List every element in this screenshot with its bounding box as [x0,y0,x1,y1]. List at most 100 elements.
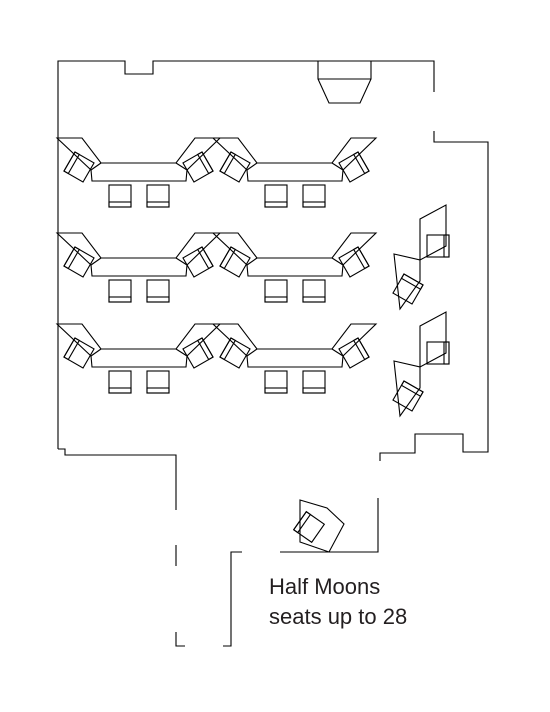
table-seam [246,257,258,266]
chair-seat [63,246,95,278]
chair-back [108,387,132,394]
chair-seat [108,370,132,394]
chair-back [264,201,288,208]
chair [338,246,370,278]
chair [146,370,170,394]
wall-corridor-left [175,632,185,647]
half-moon-table [55,232,222,303]
chair-back [264,387,288,394]
chair [219,151,251,183]
table-seam [246,348,258,357]
chair-seat [63,151,95,183]
chair [392,380,424,412]
wall-left-lower [58,448,177,510]
chair [63,151,95,183]
table-top [393,360,421,418]
chair [264,279,288,303]
chair-seat [146,279,170,303]
table-top [211,323,378,368]
half-moon-table [211,232,378,303]
chair-seat [302,279,326,303]
table-top [419,311,447,368]
chair-seat [302,370,326,394]
chair [146,184,170,208]
caption-subtitle: seats up to 28 [269,604,408,629]
chair-seat [264,279,288,303]
chair-seat [182,337,214,369]
side-table [292,499,345,553]
table-top [299,499,345,553]
chair-back [196,151,214,175]
chair-back [63,337,81,361]
chair-back [63,246,81,270]
wall-bottom-right [280,498,379,553]
chair-seat [338,337,370,369]
chair [219,246,251,278]
chair-seat [146,370,170,394]
half-moon-table [55,137,222,208]
chair [219,337,251,369]
chair-seat [219,246,251,278]
chair [264,184,288,208]
chair [63,337,95,369]
table-seam [331,348,344,357]
lectern [317,60,372,104]
chair [302,370,326,394]
chair-back [400,273,424,291]
chair-back [196,246,214,270]
chair-back [292,510,312,534]
chair-back [352,337,370,361]
chair-back [302,296,326,303]
chair [182,337,214,369]
corner-table [392,204,450,311]
chair-seat [302,184,326,208]
chair [338,151,370,183]
chair-back [63,151,81,175]
table-seam [90,162,102,171]
chair [264,370,288,394]
corner-table [392,311,450,418]
chair [426,341,450,365]
chair-back [146,201,170,208]
chair-back [219,151,237,175]
chair-seat [264,370,288,394]
chair-back [302,201,326,208]
chair-seat [108,184,132,208]
chair-back [146,296,170,303]
chair-back [443,341,450,365]
chair-back [146,387,170,394]
chair-back [352,151,370,175]
chair-seat [219,151,251,183]
chair [146,279,170,303]
wall-corridor-right [223,551,242,647]
chair-seat [182,246,214,278]
table-seam [331,257,344,266]
table-top [55,137,222,182]
chair-back [400,380,424,398]
chair [302,279,326,303]
table-seam [175,348,188,357]
wall-top [57,60,435,449]
chair-back [443,234,450,258]
half-moon-table [55,323,222,394]
chair [338,337,370,369]
chair [182,151,214,183]
chair [108,370,132,394]
chair-back [264,296,288,303]
chair-seat [146,184,170,208]
table-seam [175,162,188,171]
chair-seat [264,184,288,208]
half-moon-table [211,323,378,394]
table-top [55,232,222,277]
chair-back [219,246,237,270]
chair-seat [219,337,251,369]
chair-seat [338,151,370,183]
chair-back [302,387,326,394]
table-seam [246,162,258,171]
table-top [211,232,378,277]
chair [63,246,95,278]
table-seam [90,257,102,266]
table-top [419,204,447,261]
chair-seat [63,337,95,369]
